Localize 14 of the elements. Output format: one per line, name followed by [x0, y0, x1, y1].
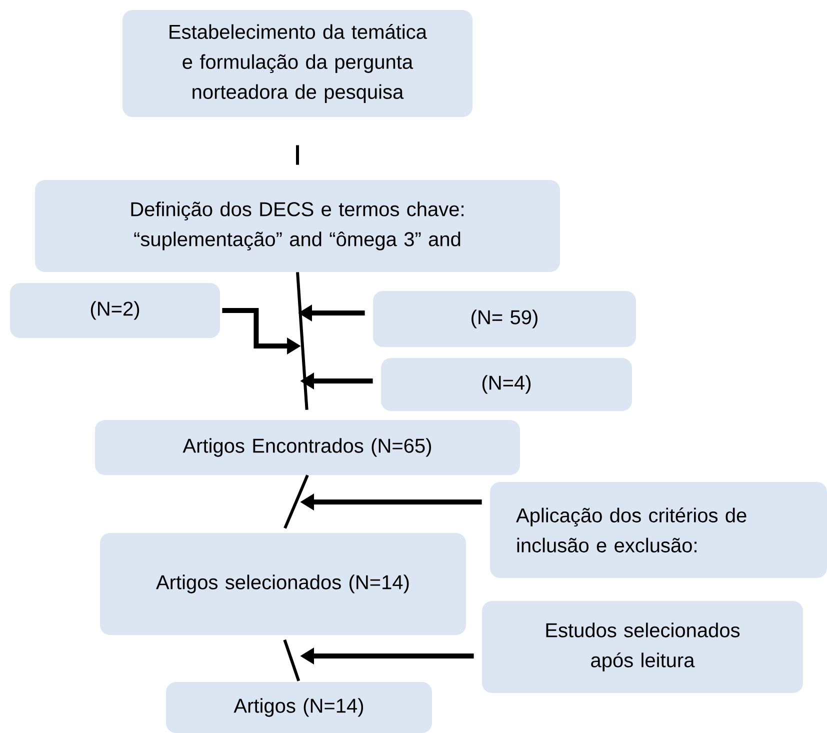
- process-box: (N=2): [10, 283, 220, 338]
- process-box: Aplicação dos critérios de inclusão e exclusão:: [490, 482, 827, 578]
- process-box: Artigos (N=14): [166, 682, 432, 733]
- process-box: Estudos selecionados após leitura: [482, 601, 803, 693]
- connector-line: [284, 474, 309, 529]
- process-box: (N=4): [381, 358, 632, 411]
- connector-line: [283, 639, 300, 682]
- process-box: Artigos selecionados (N=14): [100, 533, 466, 635]
- connector-line: [296, 272, 308, 410]
- process-box: Artigos Encontrados (N=65): [95, 420, 520, 475]
- process-box: Estabelecimento da temática e formulação da pergunta norteadora de pesquisa: [122, 10, 472, 117]
- process-box: Definição dos DECS e termos chave: “suplementação” and “ômega 3” and: [35, 180, 560, 272]
- connector-line: [296, 145, 299, 165]
- process-box: (N= 59): [373, 291, 636, 347]
